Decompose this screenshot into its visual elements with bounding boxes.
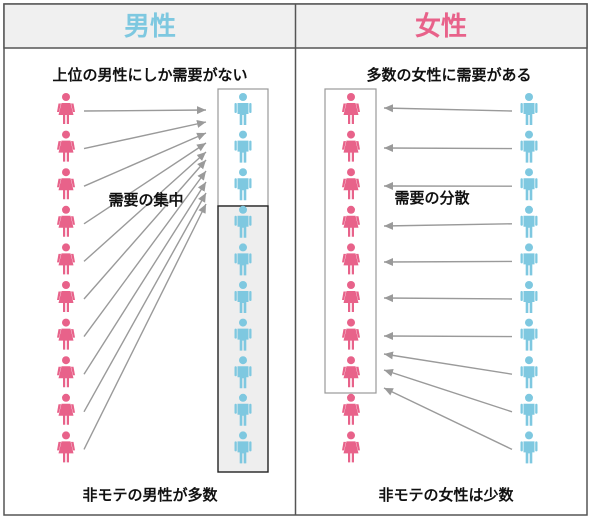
female-center-label: 需要の分散	[394, 189, 470, 207]
female-top-caption: 多数の女性に需要がある	[366, 66, 531, 84]
male-header: 男性	[124, 12, 176, 42]
male-center-label: 需要の集中	[108, 191, 183, 209]
female-panel-arrow	[384, 336, 512, 337]
female-panel-arrow	[384, 148, 512, 149]
male-top-caption: 上位の男性にしか需要がない	[52, 66, 247, 84]
female-panel-arrow	[384, 298, 512, 299]
female-header: 女性	[415, 11, 467, 42]
female-panel-arrow	[384, 261, 512, 262]
female-bottom-caption: 非モテの女性は少数	[378, 486, 514, 504]
male-panel-arrow	[84, 110, 206, 111]
male-bottom-caption: 非モテの男性が多数	[82, 486, 218, 504]
